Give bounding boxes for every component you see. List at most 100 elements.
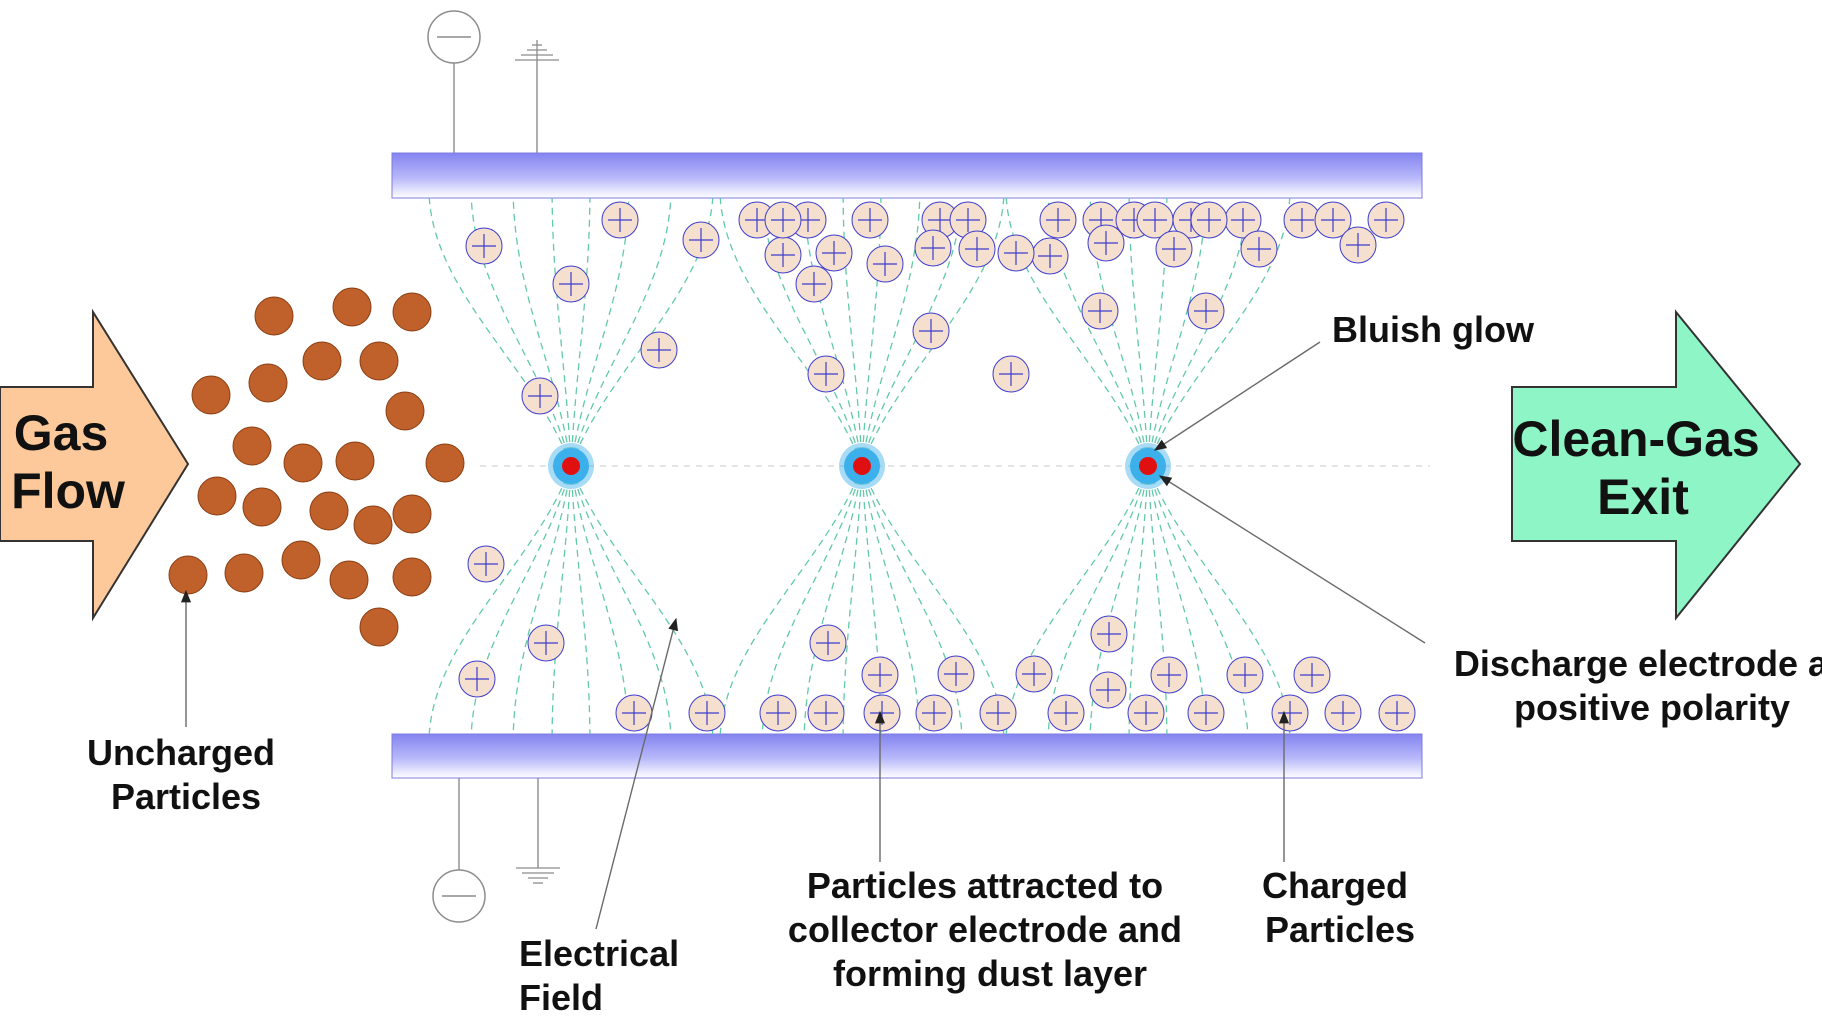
field-line — [570, 465, 672, 735]
field-line — [570, 465, 714, 735]
gas-flow-label: Gas Flow — [11, 405, 125, 519]
charged-particle — [1081, 292, 1119, 330]
charged-particle — [1271, 694, 1309, 732]
bottom-wiring — [432, 778, 560, 923]
charged-particle — [1324, 694, 1362, 732]
charged-particle — [1339, 226, 1377, 264]
uncharged-particle — [302, 341, 342, 381]
discharge-electrode — [548, 443, 594, 489]
charged-particle — [521, 377, 559, 415]
clean-gas-exit-label: Clean-Gas Exit — [1512, 411, 1773, 525]
field-line — [1147, 197, 1291, 467]
field-line — [1047, 197, 1149, 467]
field-line — [551, 465, 572, 735]
charged-particle — [1127, 694, 1165, 732]
field-line — [570, 465, 591, 735]
charged-particle — [527, 624, 565, 662]
ground-icon — [515, 40, 559, 61]
uncharged-particle — [232, 426, 272, 466]
charged-particle — [1150, 656, 1188, 694]
field-line — [1089, 465, 1149, 735]
field-line — [1147, 465, 1249, 735]
field-line — [1147, 197, 1249, 467]
charged-particle — [601, 201, 639, 239]
uncharged-particle — [224, 553, 264, 593]
uncharged-particle — [359, 341, 399, 381]
charged-particle — [759, 694, 797, 732]
charged-particle — [866, 245, 904, 283]
uncharged-particle — [392, 557, 432, 597]
field-line — [803, 197, 863, 467]
charged-particle — [764, 236, 802, 274]
field-line — [570, 465, 630, 735]
charged-particle — [795, 265, 833, 303]
uncharged-particle — [283, 443, 323, 483]
discharge-electrode-label: Discharge electrode at positive polarity — [1454, 643, 1822, 728]
charged-particle — [863, 694, 901, 732]
charged-particle — [615, 694, 653, 732]
top-wiring — [427, 10, 559, 153]
charged-particle — [1224, 201, 1262, 239]
field-line — [861, 465, 963, 735]
charged-particle — [1090, 615, 1128, 653]
field-line — [1147, 465, 1207, 735]
field-line — [719, 465, 863, 735]
charged-particles-label: Charged Particles — [1262, 865, 1418, 950]
field-line — [1089, 197, 1149, 467]
uncharged-particle — [281, 540, 321, 580]
uncharged-particle — [392, 494, 432, 534]
charged-particle — [682, 221, 720, 259]
charged-particle — [1367, 201, 1405, 239]
field-line — [861, 197, 921, 467]
field-line — [861, 465, 1005, 735]
charged-particle — [552, 265, 590, 303]
field-line — [842, 465, 863, 735]
charged-particle — [1314, 201, 1352, 239]
field-line — [512, 197, 572, 467]
charged-particle — [1039, 201, 1077, 239]
field-line — [470, 465, 572, 735]
charged-particle — [912, 312, 950, 350]
particles-attracted-label: Particles attracted to collector electro… — [788, 865, 1192, 994]
field-line — [1147, 465, 1168, 735]
field-line — [1005, 465, 1149, 735]
field-line — [551, 197, 572, 467]
field-line — [1005, 197, 1149, 467]
electrical-field-label: Electrical Field — [519, 933, 689, 1018]
charged-particle — [1015, 655, 1053, 693]
uncharged-particle — [332, 287, 372, 327]
uncharged-particle — [329, 560, 369, 600]
field-line — [1147, 465, 1291, 735]
uncharged-particle — [353, 505, 393, 545]
charged-particle — [465, 227, 503, 265]
discharge-electrodes — [548, 443, 1171, 489]
uncharged-particle — [191, 375, 231, 415]
clean-gas-exit-arrow — [1511, 309, 1802, 621]
uncharged-particles-group — [168, 287, 465, 647]
charged-particle — [992, 355, 1030, 393]
gas-flow-arrow — [0, 308, 190, 622]
charged-particle — [1047, 694, 1085, 732]
charged-particle — [958, 230, 996, 268]
field-line — [570, 197, 672, 467]
field-line — [1047, 465, 1149, 735]
charged-particle — [458, 660, 496, 698]
field-line — [428, 465, 572, 735]
charged-particle — [997, 234, 1035, 272]
uncharged-particle — [168, 555, 208, 595]
discharge-electrode-pointer — [1158, 475, 1426, 644]
bluish-glow-label: Bluish glow — [1332, 309, 1535, 350]
uncharged-particle — [242, 487, 282, 527]
uncharged-particle — [425, 443, 465, 483]
field-line — [761, 197, 863, 467]
negative-terminal-icon — [427, 10, 481, 64]
charged-particle — [937, 655, 975, 693]
charged-particle — [1226, 656, 1264, 694]
charged-particle — [738, 201, 776, 239]
negative-terminal-icon — [432, 869, 486, 923]
uncharged-particle — [254, 296, 294, 336]
top-collector-plate — [391, 152, 1423, 199]
uncharged-particle — [392, 292, 432, 332]
charged-particle — [949, 201, 987, 239]
